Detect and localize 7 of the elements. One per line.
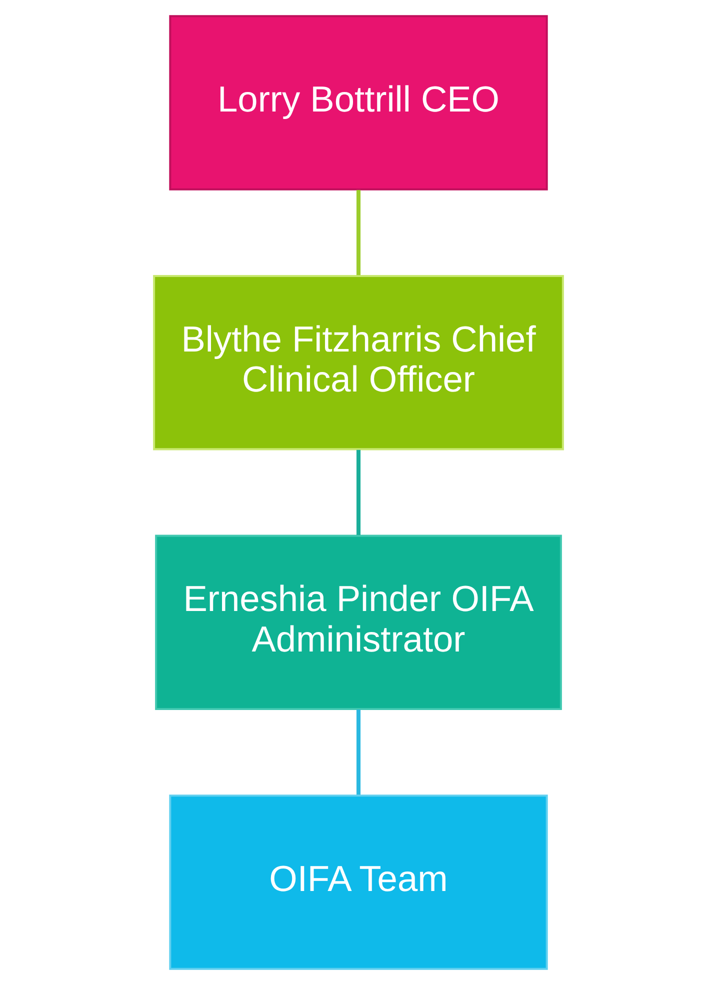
node-box: OIFA Team: [168, 794, 548, 970]
connector: [356, 710, 360, 795]
node-box: Erneshia Pinder OIFA Administrator: [154, 534, 562, 710]
node-box: Lorry Bottrill CEO: [168, 15, 548, 190]
connector: [356, 190, 360, 276]
connector: [356, 450, 360, 535]
node-box: Blythe Fitzharris Chief Clinical Officer: [152, 274, 564, 450]
